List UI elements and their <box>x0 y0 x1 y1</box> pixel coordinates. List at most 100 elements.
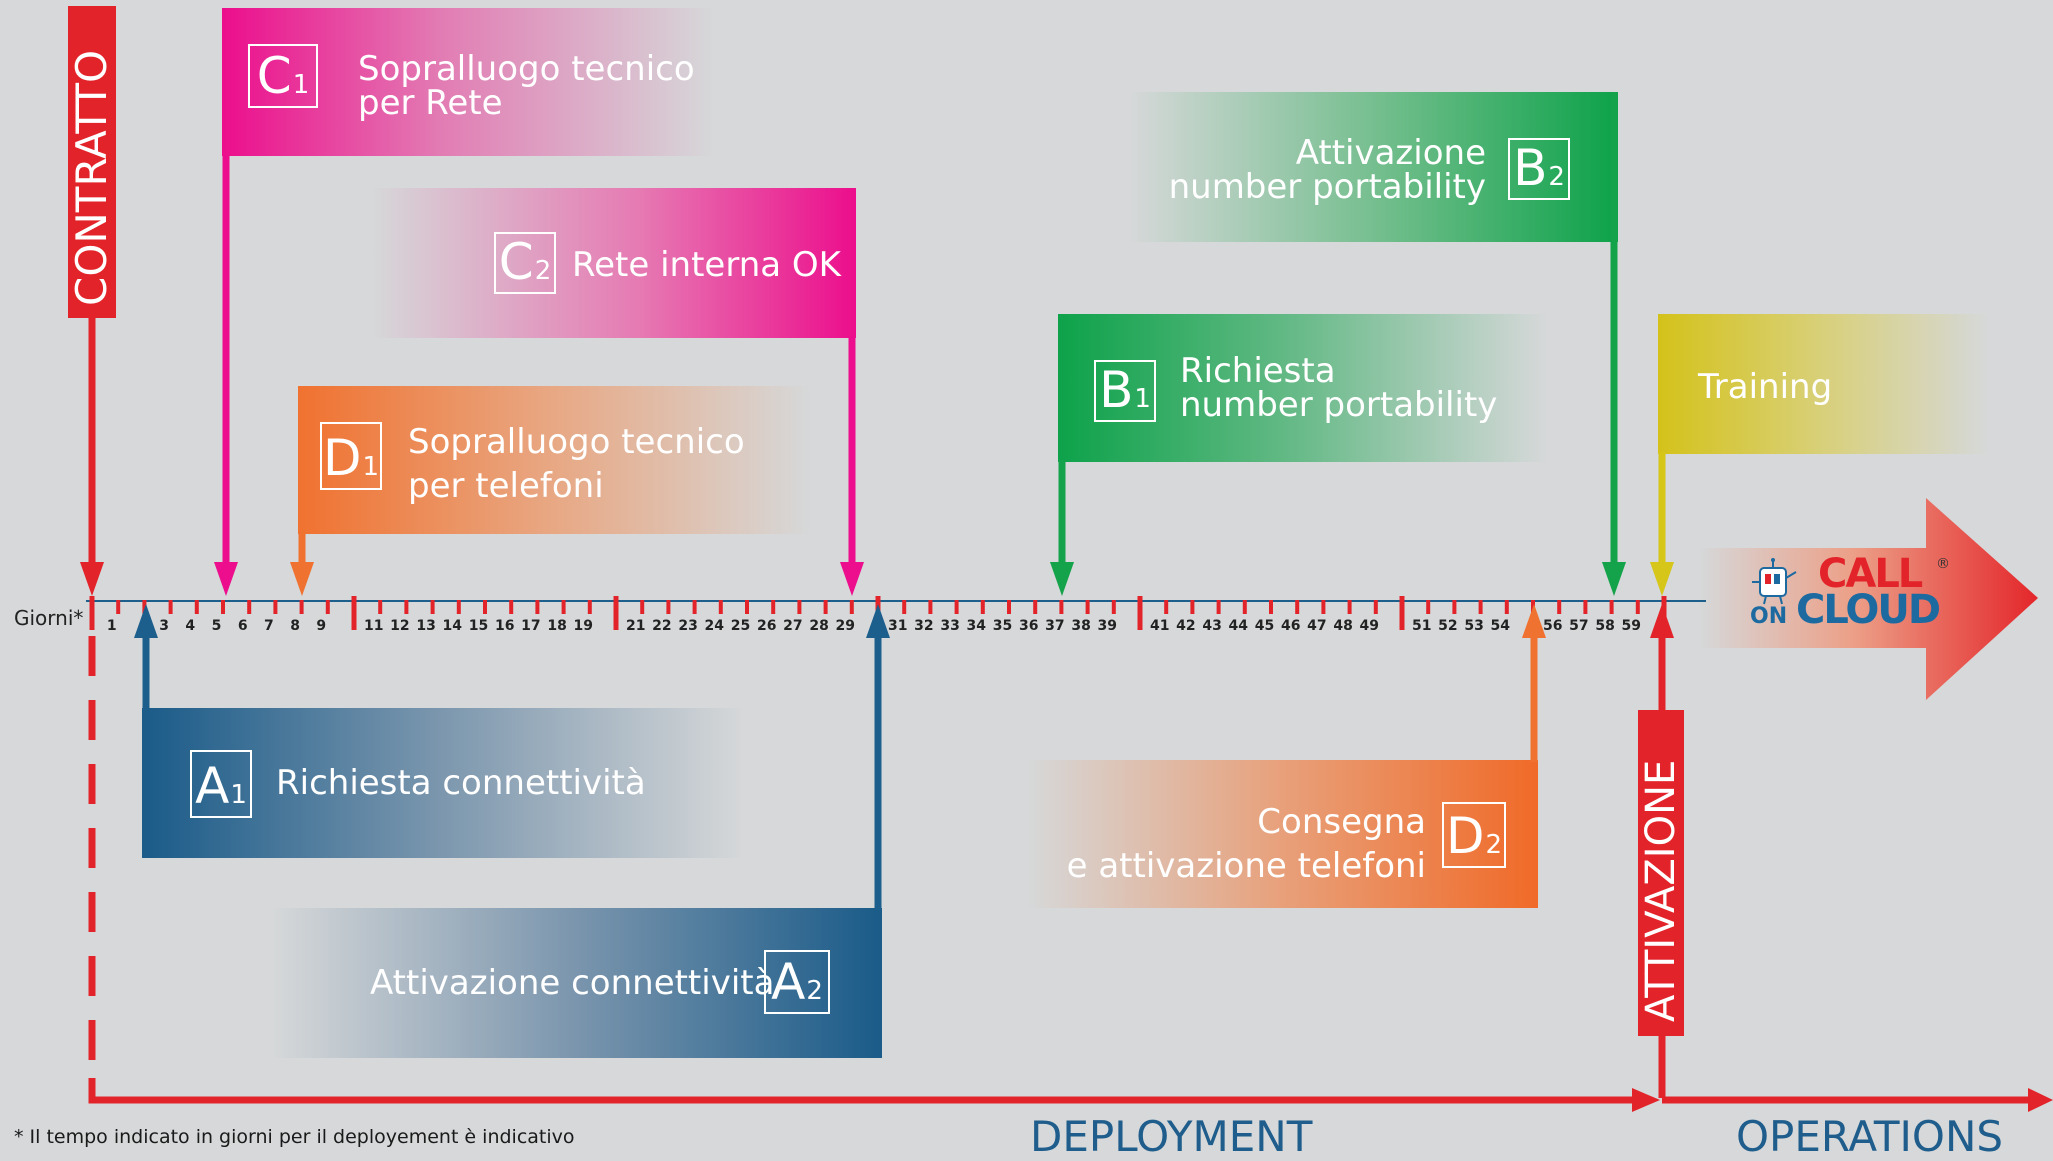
day-label: 43 <box>1202 618 1221 634</box>
logo-mascot-icon <box>1752 558 1797 605</box>
training-line1: Training <box>1698 367 1833 407</box>
contratto-label: CONTRATTO <box>67 49 116 306</box>
c1-line1: Sopralluogo tecnico <box>358 49 695 89</box>
day-label: 33 <box>940 618 959 634</box>
day-label: 24 <box>705 618 725 634</box>
day-label: 31 <box>888 618 907 634</box>
d1-sub: 1 <box>362 452 380 482</box>
day-label: 14 <box>443 618 463 634</box>
day-label: 46 <box>1281 618 1300 634</box>
d2-line1: Consegna <box>1257 802 1426 842</box>
c1-banner <box>222 8 714 156</box>
deployment-arrowhead <box>1632 1088 1660 1112</box>
day-label: 7 <box>264 618 274 634</box>
day-label: 52 <box>1438 618 1457 634</box>
day-label: 26 <box>757 618 776 634</box>
c2-banner <box>372 188 856 338</box>
contratto-banner <box>68 6 116 318</box>
timeline-ticks <box>89 596 1667 630</box>
b1-sub: 1 <box>1134 384 1151 414</box>
b1-code: B <box>1099 361 1134 419</box>
day-label: 44 <box>1229 618 1249 634</box>
c2-code: C <box>498 233 534 291</box>
day-label: 54 <box>1491 618 1511 634</box>
training-title: Training <box>1698 370 1832 404</box>
logo: CALL ® ON CLOUD <box>1750 554 1950 634</box>
day-label: 25 <box>731 618 750 634</box>
c1-code: C <box>256 47 292 105</box>
day-label: 23 <box>678 618 697 634</box>
day-label: 35 <box>993 618 1012 634</box>
arrowheads <box>80 562 1674 638</box>
day-label: 19 <box>574 618 593 634</box>
d1-line2: per telefoni <box>408 466 604 506</box>
d1-line1: Sopralluogo tecnico <box>408 422 745 462</box>
timeline-axis-label: Giorni* <box>14 606 84 630</box>
day-label: 51 <box>1412 618 1431 634</box>
c2-title: Rete interna OK <box>572 248 841 282</box>
day-label: 3 <box>159 618 169 634</box>
logo-on: ON <box>1750 604 1788 629</box>
d2-code: D <box>1445 807 1485 865</box>
a2-sub: 2 <box>806 976 823 1006</box>
logo-call: CALL <box>1818 551 1923 597</box>
day-label: 34 <box>967 618 987 634</box>
c2-sub: 2 <box>534 256 552 286</box>
day-label: 6 <box>238 618 248 634</box>
day-label: 47 <box>1307 618 1326 634</box>
b2-line2: number portability <box>1168 167 1486 207</box>
day-label: 28 <box>809 618 828 634</box>
b2-code: B <box>1513 139 1548 197</box>
d1-title: Sopralluogo tecnico per telefoni <box>408 420 745 508</box>
day-label: 48 <box>1333 618 1352 634</box>
day-label: 39 <box>1098 618 1117 634</box>
logo-registered: ® <box>1936 556 1950 572</box>
day-label: 9 <box>316 618 326 634</box>
c1-line2: per Rete <box>358 83 503 123</box>
day-label: 18 <box>547 618 566 634</box>
operations-arrowhead <box>2028 1088 2053 1112</box>
b2-sub: 2 <box>1548 162 1565 192</box>
day-label: 27 <box>783 618 802 634</box>
deployment-label: DEPLOYMENT <box>1030 1112 1313 1161</box>
day-label: 11 <box>364 618 383 634</box>
a1-title: Richiesta connettività <box>276 766 646 800</box>
d2-sub: 2 <box>1485 830 1503 860</box>
a2-line1: Attivazione connettività <box>370 963 775 1003</box>
logo-cloud: CLOUD <box>1796 587 1941 633</box>
d2-banner <box>1028 760 1538 908</box>
day-label: 37 <box>1045 618 1064 634</box>
d1-banner <box>298 386 810 534</box>
day-label: 59 <box>1622 618 1641 634</box>
operations-label: OPERATIONS <box>1736 1112 2004 1161</box>
day-label: 13 <box>416 618 435 634</box>
day-label: 42 <box>1176 618 1195 634</box>
day-label: 17 <box>521 618 540 634</box>
b1-line1: Richiesta <box>1180 351 1336 391</box>
c1-sub: 1 <box>292 70 310 100</box>
a2-banner <box>272 908 882 1058</box>
footnote: * Il tempo indicato in giorni per il dep… <box>14 1126 575 1148</box>
day-label: 56 <box>1543 618 1562 634</box>
day-label: 58 <box>1595 618 1614 634</box>
b1-banner <box>1058 314 1546 462</box>
deployment-line <box>88 1078 1638 1104</box>
day-label: 36 <box>1019 618 1038 634</box>
day-label: 49 <box>1360 618 1379 634</box>
day-label: 32 <box>914 618 933 634</box>
c2-line1: Rete interna OK <box>572 245 841 285</box>
b1-title: Richiesta number portability <box>1180 354 1497 422</box>
day-label: 15 <box>469 618 488 634</box>
d1-code: D <box>322 429 362 487</box>
d2-title: Consegna e attivazione telefoni <box>1040 800 1426 888</box>
